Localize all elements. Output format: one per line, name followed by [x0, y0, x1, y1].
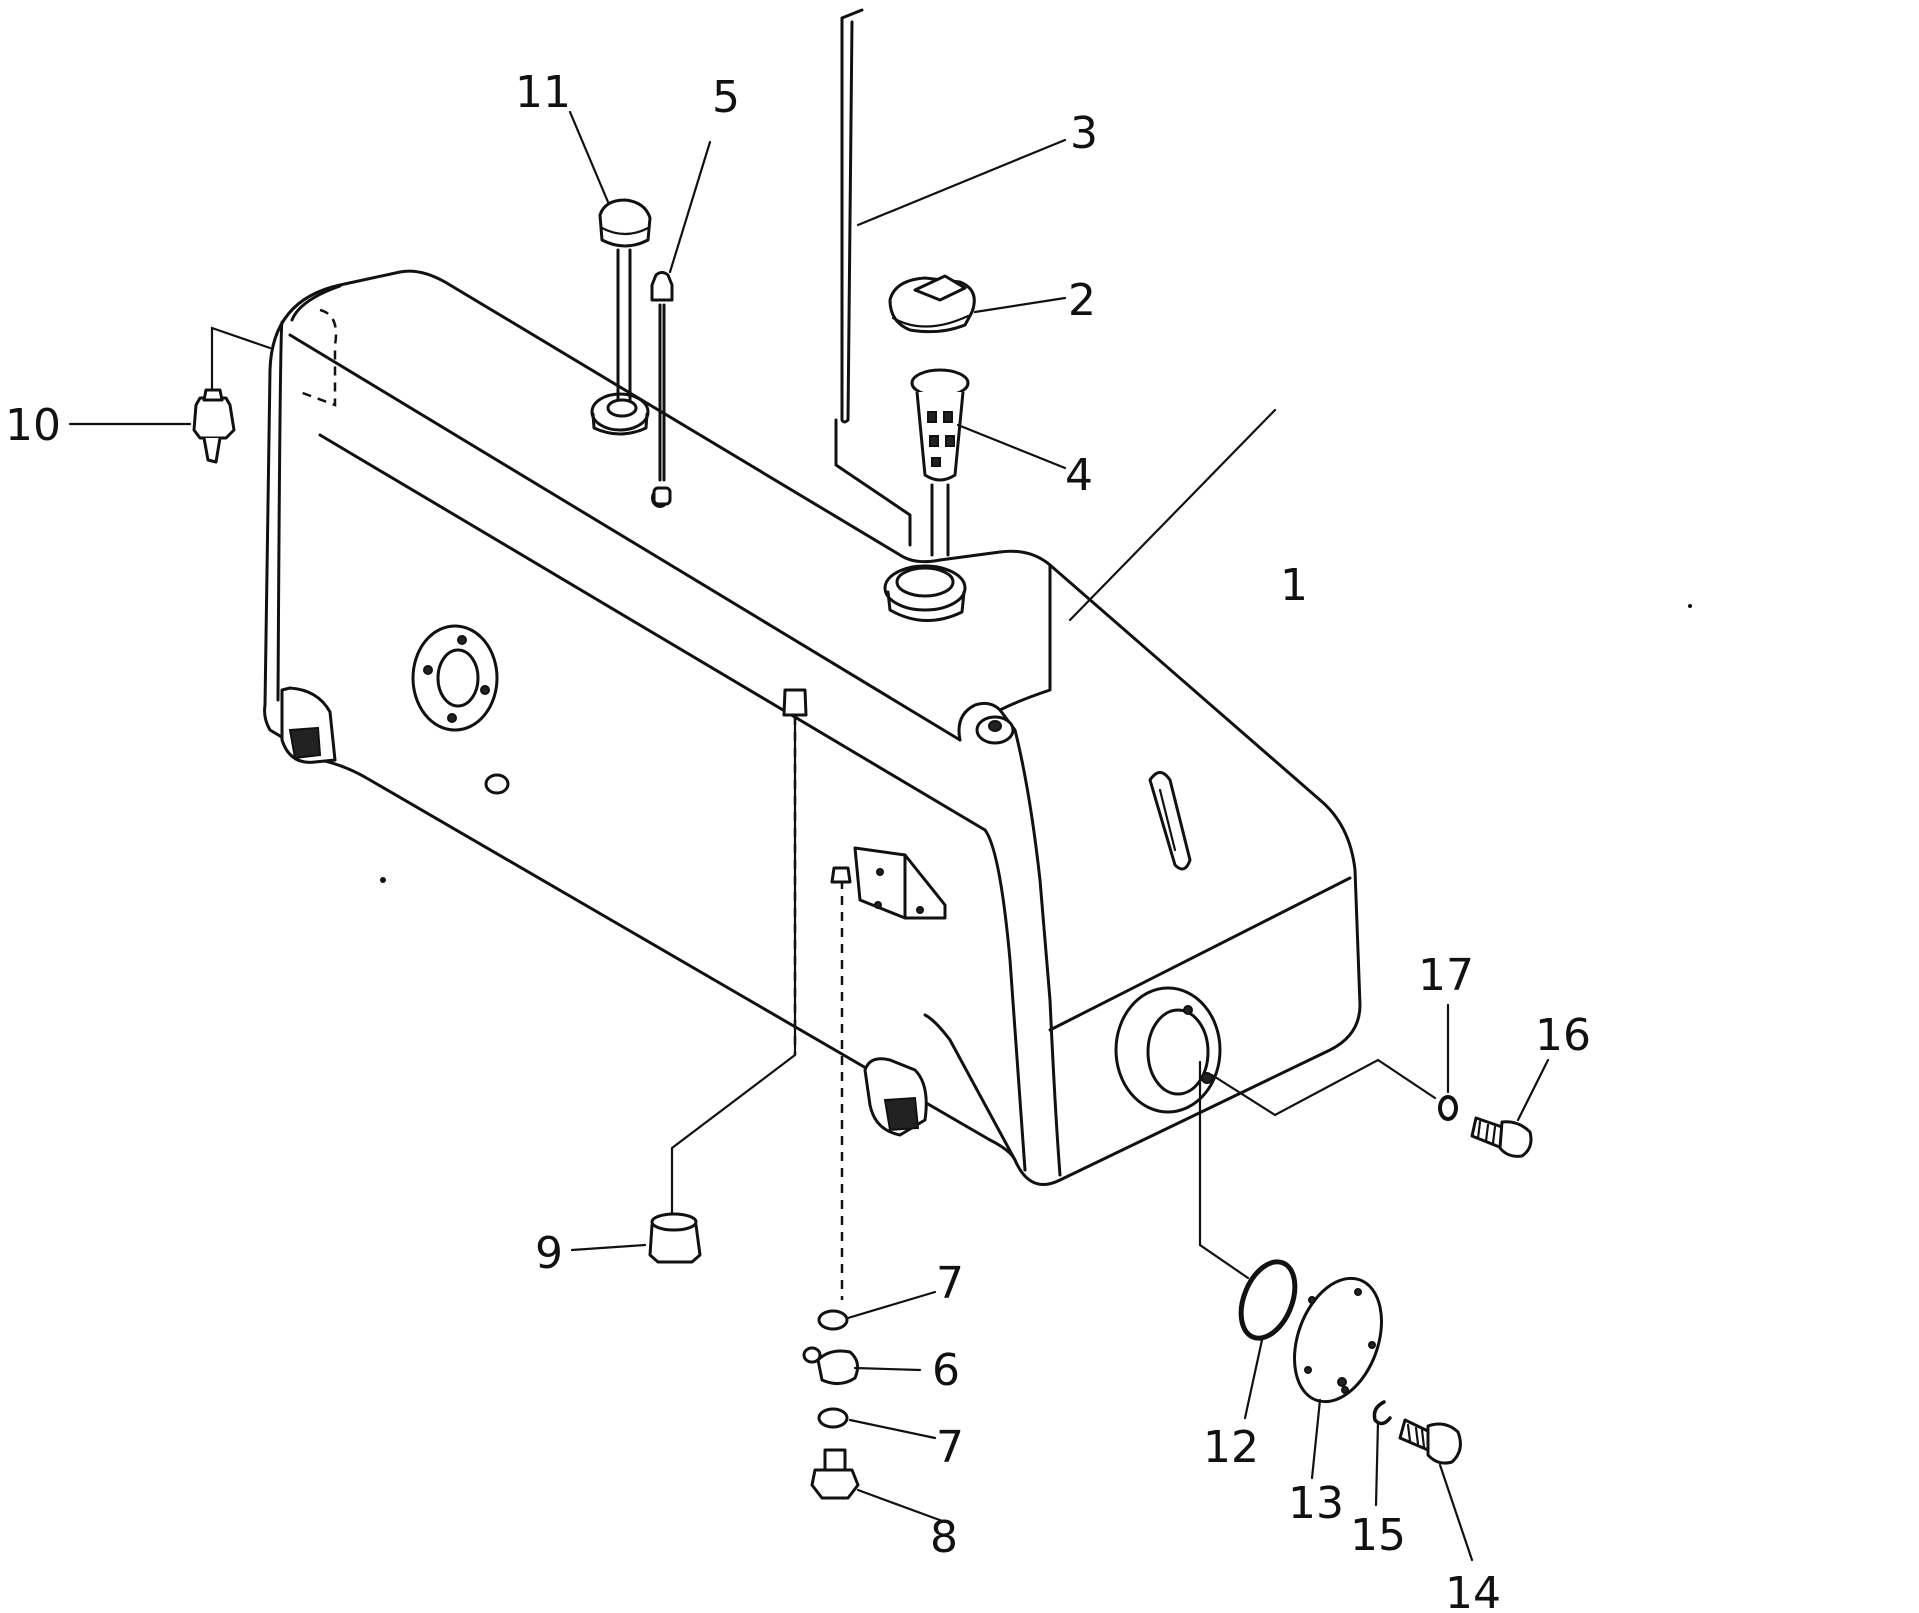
filler-cap — [888, 274, 976, 334]
callout-16: 16 — [1535, 1010, 1591, 1061]
callout-7-lower: 7 — [936, 1422, 964, 1473]
callout-12: 12 — [1203, 1422, 1259, 1473]
scan-dot — [1688, 604, 1692, 608]
vent-tube — [834, 8, 912, 547]
callout-5: 5 — [712, 72, 740, 123]
callout-labels: 1 2 3 4 5 6 7 7 8 9 10 11 12 13 14 15 16… — [5, 67, 1591, 1613]
gauge-rod — [650, 271, 674, 506]
dipstick-grommet — [590, 392, 650, 436]
callout-10: 10 — [5, 400, 61, 451]
drain-plug — [648, 688, 808, 1264]
callout-3: 3 — [1070, 108, 1098, 159]
dipstick-cap — [598, 198, 652, 402]
drain-port-fasteners — [1210, 1058, 1533, 1158]
mounting-plate — [853, 846, 947, 920]
leader-lines — [68, 110, 1550, 1562]
strainer — [910, 368, 970, 557]
breather — [192, 308, 338, 464]
scan-dot — [380, 877, 386, 883]
callout-15: 15 — [1350, 1510, 1406, 1561]
callout-1: 1 — [1280, 560, 1308, 611]
filler-neck-collar — [883, 564, 967, 622]
callout-2: 2 — [1068, 275, 1096, 326]
callout-17: 17 — [1418, 950, 1474, 1001]
fuel-tank-body — [263, 269, 1362, 1186]
callout-11: 11 — [515, 67, 571, 118]
callout-4: 4 — [1065, 450, 1093, 501]
o-ring — [1198, 1060, 1298, 1341]
cover-plate — [1293, 1276, 1383, 1404]
drain-port — [1114, 986, 1222, 1114]
cover-bolt — [1398, 1418, 1462, 1465]
callout-8: 8 — [930, 1512, 958, 1563]
callout-6: 6 — [932, 1345, 960, 1396]
callout-9: 9 — [535, 1228, 563, 1279]
callout-13: 13 — [1288, 1478, 1344, 1529]
callout-7-upper: 7 — [936, 1258, 964, 1309]
drain-valve-stack — [802, 866, 860, 1500]
lock-washer — [1372, 1400, 1392, 1426]
side-flange — [411, 624, 499, 732]
callout-14: 14 — [1445, 1568, 1501, 1613]
